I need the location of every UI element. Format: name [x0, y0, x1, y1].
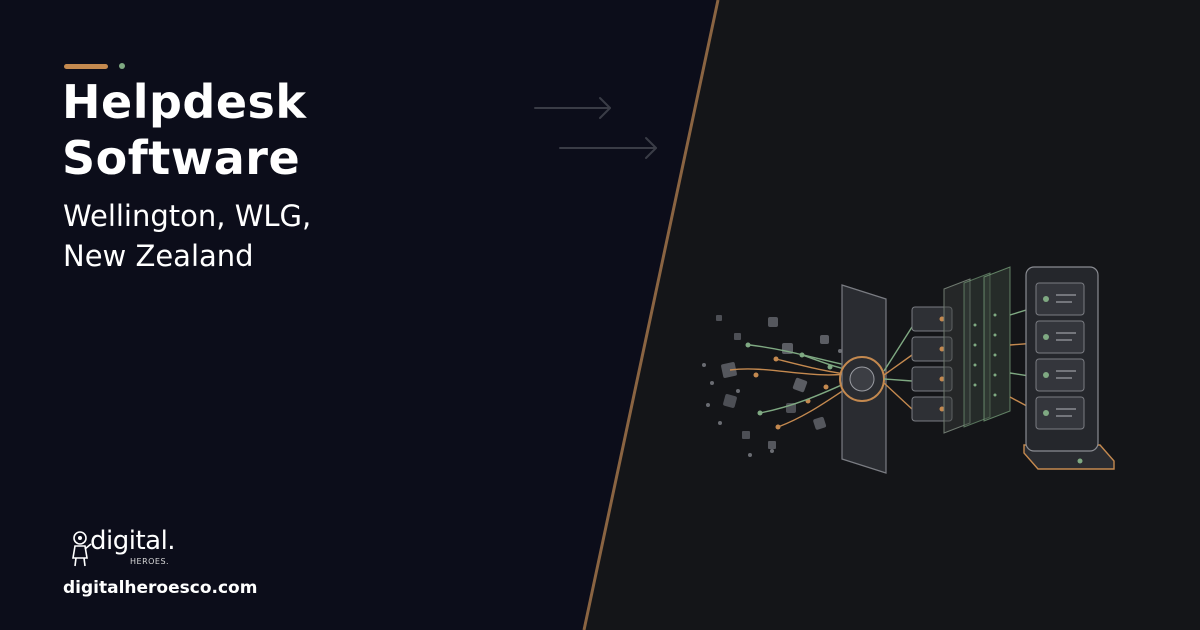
- flow-lines: [729, 344, 856, 428]
- arrow-right-icon: [534, 97, 657, 159]
- location-text: Wellington, WLG, New Zealand: [63, 196, 311, 276]
- processing-modules: [911, 306, 953, 422]
- location-line-2: New Zealand: [63, 239, 254, 273]
- title-line-1: Helpdesk: [62, 75, 307, 129]
- logo-subtitle: HEROES.: [130, 557, 170, 566]
- page-title: Helpdesk Software: [62, 74, 307, 186]
- hero-mascot-icon: [72, 531, 92, 567]
- accent-bar: [64, 64, 108, 69]
- website-link[interactable]: digitalheroesco.com: [63, 578, 258, 598]
- entry-panel: [839, 284, 887, 474]
- accent-dot: [119, 63, 125, 69]
- data-pipeline-illustration: [702, 266, 1115, 474]
- server-tower: [1023, 266, 1115, 470]
- location-line-1: Wellington, WLG,: [63, 199, 312, 233]
- data-particles: [702, 315, 842, 457]
- filter-layers: [943, 266, 1011, 434]
- title-line-2: Software: [62, 131, 301, 185]
- logo-wordmark: digital.: [90, 526, 176, 556]
- brand-logo[interactable]: digital. HEROES.: [70, 526, 190, 572]
